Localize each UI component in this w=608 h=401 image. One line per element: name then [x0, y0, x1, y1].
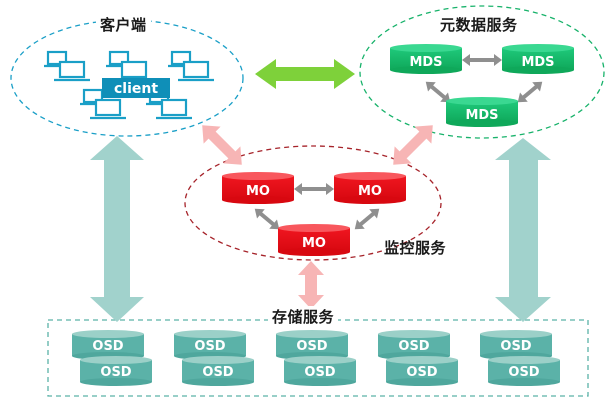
mds-mo-arrow: [393, 125, 433, 165]
mo-node: MO: [222, 172, 294, 204]
laptop-icon: [156, 98, 192, 120]
mo-link-arrow: [254, 208, 280, 230]
mds-node: MDS: [390, 44, 462, 74]
mds-group-boundary: [359, 5, 605, 139]
mo-node-label: MO: [302, 236, 326, 251]
osd-node-label: OSD: [100, 365, 131, 380]
client-badge-label: client: [114, 81, 158, 97]
mds-osd-arrow: [495, 138, 551, 322]
mo-node: MO: [334, 172, 406, 204]
osd-node-label: OSD: [406, 365, 437, 380]
osd-group-title: 存储服务: [268, 306, 339, 327]
laptop-icon: [54, 60, 90, 82]
mds-node-label: MDS: [465, 108, 498, 123]
osd-node: OSD: [174, 330, 246, 360]
osd-node-label: OSD: [202, 365, 233, 380]
osd-node: OSD: [72, 330, 144, 360]
osd-node: OSD: [276, 330, 348, 360]
client-badge: [102, 78, 170, 98]
osd-node-label: OSD: [508, 365, 539, 380]
client-group-title: 客户端: [96, 14, 151, 35]
mo-node-label: MO: [246, 184, 270, 199]
mds-link-arrow: [517, 81, 543, 103]
laptop-icon: [116, 60, 152, 82]
mds-node: MDS: [502, 44, 574, 74]
osd-node: OSD: [378, 330, 450, 360]
mo-link-arrow: [354, 208, 380, 230]
osd-nodes: OSD OSD OSD OSD OSD OSD OSD OSD OSD OSD: [72, 330, 560, 386]
mo-link-arrow: [294, 183, 334, 195]
osd-node: OSD: [182, 356, 254, 386]
client-laptops: [44, 50, 214, 120]
osd-node: OSD: [386, 356, 458, 386]
osd-node: OSD: [488, 356, 560, 386]
mds-group-title: 元数据服务: [436, 14, 522, 35]
osd-node: OSD: [480, 330, 552, 360]
osd-node-label: OSD: [92, 339, 123, 354]
laptop-icon: [90, 98, 126, 120]
laptop-icon: [178, 60, 214, 82]
osd-node: OSD: [284, 356, 356, 386]
client-mo-arrow: [202, 125, 242, 165]
mo-node: MO: [278, 224, 350, 256]
osd-node-label: OSD: [398, 339, 429, 354]
osd-node-label: OSD: [500, 339, 531, 354]
mo-node-label: MO: [358, 184, 382, 199]
osd-node-label: OSD: [194, 339, 225, 354]
mds-link-arrow: [462, 54, 502, 66]
osd-node: OSD: [80, 356, 152, 386]
mo-group-boundary: [184, 145, 442, 261]
client-group-boundary: [10, 19, 244, 137]
osd-node-label: OSD: [296, 339, 327, 354]
mds-node-label: MDS: [409, 55, 442, 70]
mds-link-arrow: [425, 81, 451, 103]
mo-group-title: 监控服务: [384, 239, 447, 257]
mo-osd-arrow: [298, 261, 324, 309]
osd-node-label: OSD: [304, 365, 335, 380]
mds-node: MDS: [446, 97, 518, 127]
mds-node-label: MDS: [521, 55, 554, 70]
client-osd-arrow: [90, 136, 144, 322]
client-mds-arrow: [255, 59, 355, 89]
